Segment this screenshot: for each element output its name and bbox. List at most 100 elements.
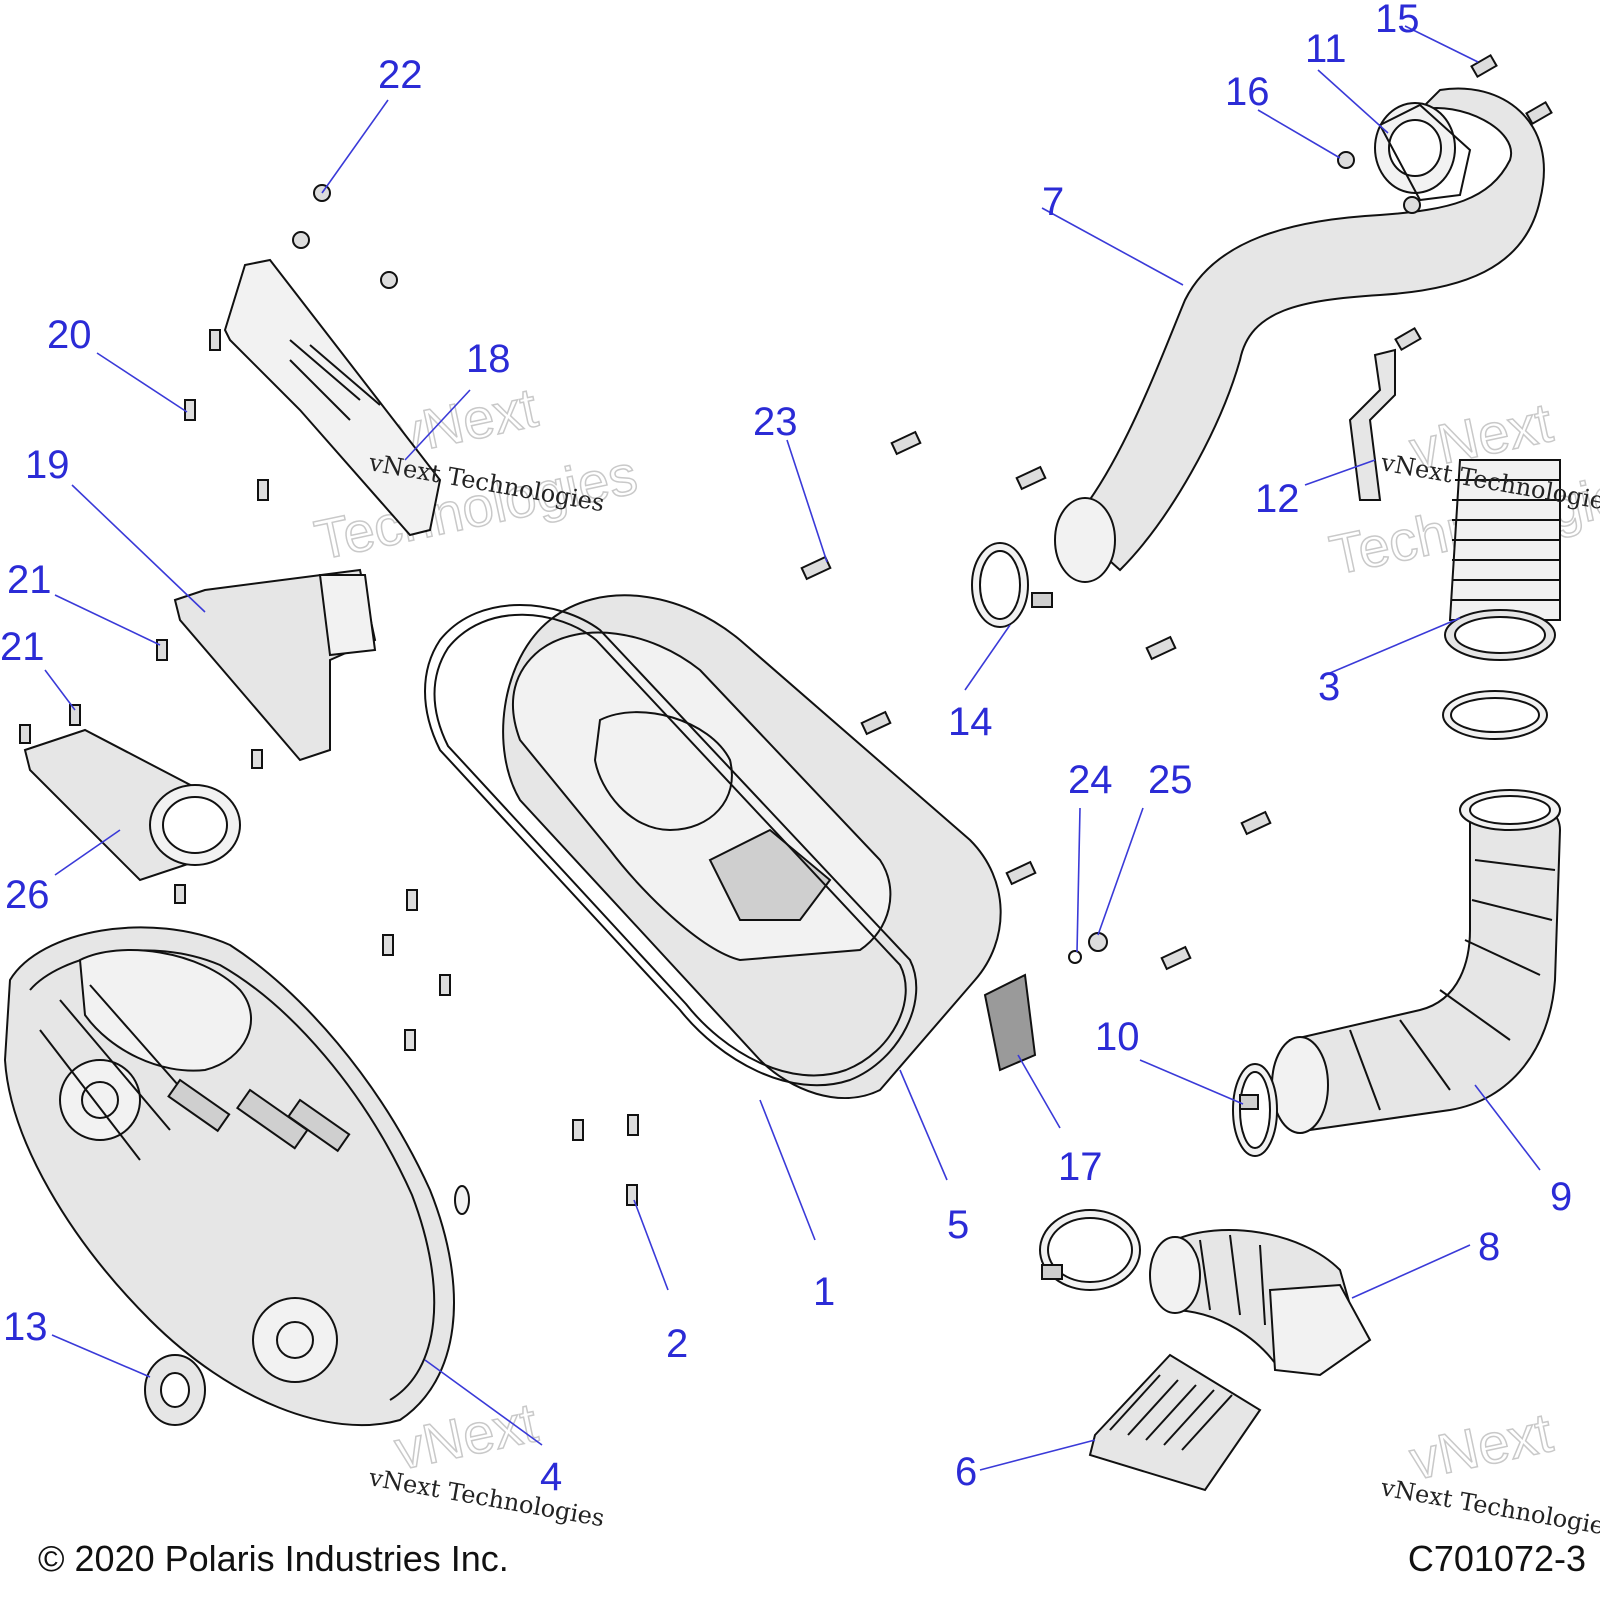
callout-3: 3 xyxy=(1318,665,1340,709)
leader-24 xyxy=(1076,807,1081,953)
leader-26 xyxy=(54,829,121,876)
duct-flange xyxy=(1378,103,1472,202)
leader-21a xyxy=(54,594,161,646)
drawing-number: C701072-3 xyxy=(1407,1538,1586,1579)
bolt xyxy=(1525,100,1553,126)
bolt xyxy=(251,749,263,769)
callout-20: 20 xyxy=(47,313,92,357)
heat-shield-plate xyxy=(223,258,442,537)
bolt xyxy=(1145,635,1177,661)
leader-9 xyxy=(1474,1084,1541,1171)
callout-19: 19 xyxy=(25,443,70,487)
callout-21a: 21 xyxy=(7,558,52,602)
hose-clamp-8 xyxy=(1039,1209,1141,1291)
bolt xyxy=(257,479,269,501)
leader-4 xyxy=(424,1359,543,1446)
callout-6: 6 xyxy=(955,1450,977,1494)
o-ring xyxy=(1068,950,1082,964)
callout-15: 15 xyxy=(1375,0,1420,41)
bolt xyxy=(626,1184,638,1206)
intake-duct-tube xyxy=(1054,87,1545,583)
gasket-pad xyxy=(983,973,1037,1072)
hose-clamp-10 xyxy=(1232,1063,1278,1157)
bolt xyxy=(1005,860,1037,886)
nut xyxy=(1403,196,1421,214)
leader-lines xyxy=(44,25,1541,1471)
bolt xyxy=(1160,945,1192,971)
callout-18: 18 xyxy=(466,337,511,381)
nut xyxy=(1088,932,1108,952)
bolt xyxy=(156,639,168,661)
bolt xyxy=(174,884,186,904)
fasteners xyxy=(19,53,1553,1206)
leader-17 xyxy=(1017,1054,1061,1129)
bolt xyxy=(439,974,451,996)
callout-12: 12 xyxy=(1255,477,1300,521)
intake-prefilter xyxy=(1444,459,1561,661)
nut xyxy=(380,271,398,289)
intake-elbow-hose xyxy=(1271,789,1562,1134)
duct-adapter xyxy=(23,728,241,882)
air-duct-outlet xyxy=(173,568,377,762)
leader-22 xyxy=(321,99,389,194)
bolt xyxy=(209,329,221,351)
callout-16: 16 xyxy=(1225,70,1270,114)
leader-3 xyxy=(1329,617,1461,674)
bolt xyxy=(800,555,832,581)
nut xyxy=(1337,151,1355,169)
leader-2 xyxy=(633,1199,669,1291)
bolt xyxy=(404,1029,416,1051)
bolt xyxy=(572,1119,584,1141)
callout-8: 8 xyxy=(1478,1225,1500,1269)
callout-22: 22 xyxy=(378,53,423,97)
leader-21b xyxy=(44,669,76,711)
callout-1: 1 xyxy=(813,1270,835,1314)
leader-25 xyxy=(1097,807,1144,936)
callout-5: 5 xyxy=(947,1203,969,1247)
leader-16 xyxy=(1257,109,1341,159)
bolt xyxy=(860,710,892,736)
bolt xyxy=(382,934,394,956)
mounting-bracket xyxy=(1348,348,1396,501)
callout-23: 23 xyxy=(753,400,798,444)
callout-7: 7 xyxy=(1042,180,1064,224)
leader-7 xyxy=(1041,207,1184,286)
callout-labels: 22 20 18 19 21 21 26 13 4 23 2 1 5 7 11 … xyxy=(0,0,1572,1499)
bolt xyxy=(406,889,418,911)
inner-clutch-cover xyxy=(502,594,1002,1099)
intake-grille xyxy=(1088,1353,1262,1492)
bolt xyxy=(1015,465,1047,491)
callout-14: 14 xyxy=(948,700,993,744)
callout-9: 9 xyxy=(1550,1175,1572,1219)
callout-17: 17 xyxy=(1058,1145,1103,1189)
leader-13 xyxy=(51,1334,151,1378)
bolt xyxy=(890,430,922,456)
copyright-notice: © 2020 Polaris Industries Inc. xyxy=(38,1538,509,1579)
bolt xyxy=(1240,810,1272,836)
leader-1 xyxy=(759,1099,816,1241)
bolt xyxy=(1394,326,1422,352)
callout-4: 4 xyxy=(540,1455,562,1499)
callout-26: 26 xyxy=(5,873,50,917)
outer-clutch-cover xyxy=(3,926,470,1427)
inlet-boot xyxy=(1149,1229,1372,1377)
callout-25: 25 xyxy=(1148,758,1193,802)
hose-clamp-14 xyxy=(971,542,1053,628)
leader-6 xyxy=(979,1439,1096,1471)
bolt xyxy=(19,724,31,744)
leader-20 xyxy=(96,352,188,413)
watermark-vnext-4: vNext xyxy=(1404,1400,1558,1491)
cover-seal xyxy=(424,604,918,1087)
leader-8 xyxy=(1351,1244,1471,1299)
leader-18 xyxy=(404,389,471,461)
leader-5 xyxy=(899,1069,948,1181)
washer xyxy=(144,1354,206,1426)
hose-clamp-3 xyxy=(1442,690,1548,740)
leader-19 xyxy=(71,484,206,613)
callout-10: 10 xyxy=(1095,1015,1140,1059)
watermark-text-4: vNext Technologies xyxy=(1378,1473,1600,1542)
leader-23 xyxy=(786,439,828,563)
leader-15 xyxy=(1404,25,1479,63)
nut xyxy=(292,231,310,249)
